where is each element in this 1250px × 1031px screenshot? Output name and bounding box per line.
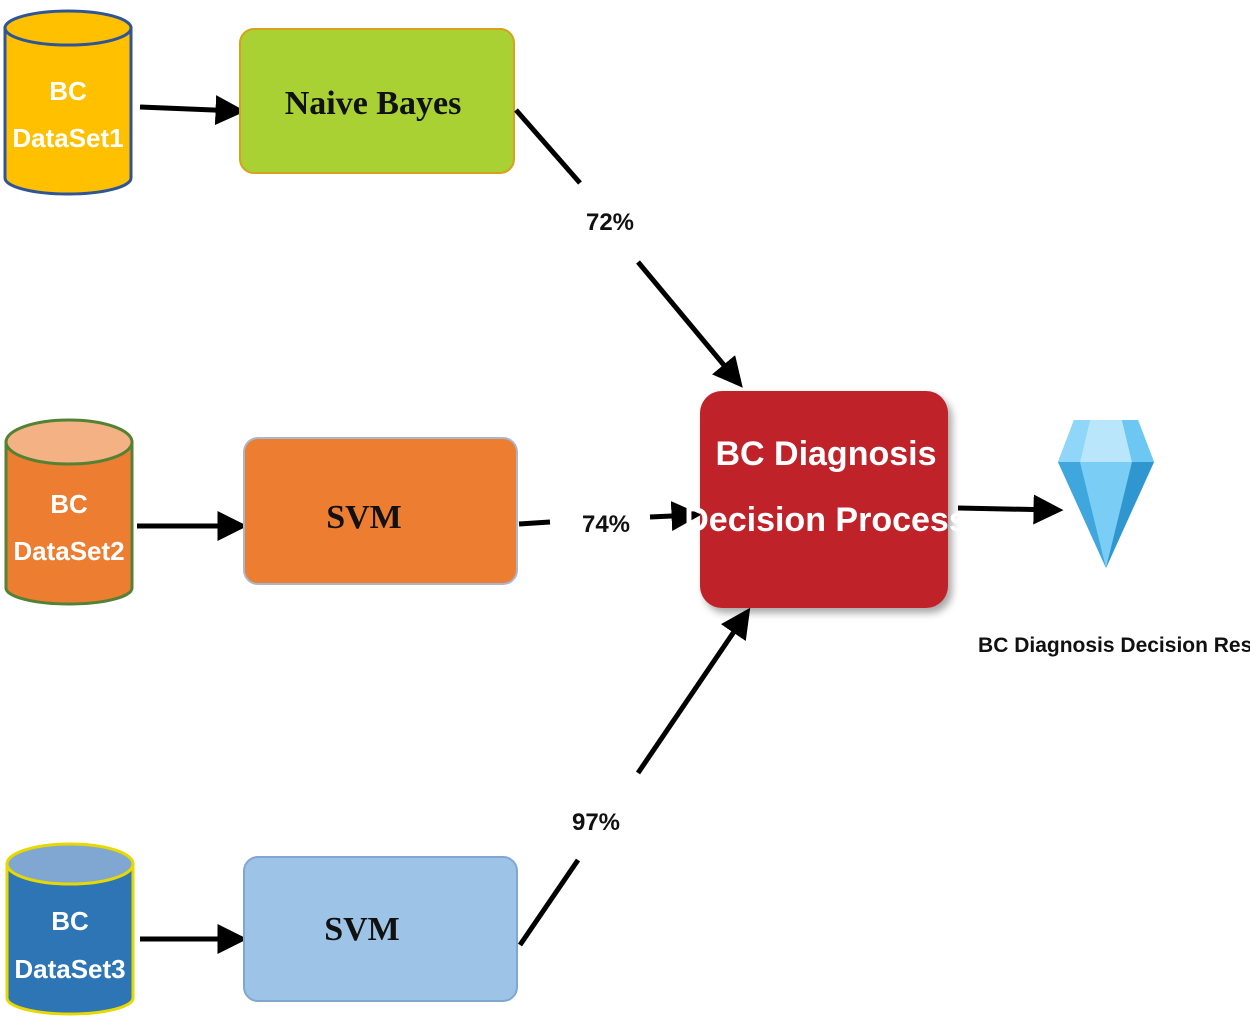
dataset-1-label-line1: BC: [49, 76, 87, 106]
model-naive-bayes-box: Naive Bayes: [239, 28, 515, 174]
decision-label-line2: Decision Process: [684, 501, 967, 539]
dataset-3-label-line2: DataSet3: [14, 954, 125, 984]
dataset-2-body: [4, 440, 134, 606]
dataset-2-label-line2: DataSet2: [13, 536, 124, 566]
dataset-2-label-line1: BC: [50, 489, 88, 519]
dataset-1-cylinder: BC DataSet1: [3, 9, 133, 196]
connector-svm2-segment: [517, 858, 581, 947]
dataset-1-top: [3, 9, 133, 47]
result-label: BC Diagnosis Decision Result: [978, 634, 1250, 657]
dataset-3-label-line1: BC: [51, 906, 89, 936]
arrow-naive-bayes-to-decision: [636, 260, 743, 388]
arrow-decision-to-result: [957, 494, 1064, 525]
dataset-3-top: [5, 842, 135, 886]
model-svm-label-2: SVM: [324, 911, 400, 948]
accuracy-label-svm1: 74%: [582, 511, 630, 538]
connector-naive-bayes-segment: [514, 108, 582, 185]
model-svm-box-1: SVM: [243, 437, 518, 585]
dataset-2-top: [4, 418, 134, 466]
model-svm-label-1: SVM: [326, 499, 402, 536]
dataset-3-body: [5, 862, 135, 1016]
accuracy-label-naive-bayes: 72%: [586, 209, 634, 236]
arrow-svm1-to-decision: [649, 501, 702, 532]
diamond-icon: [1058, 420, 1154, 568]
accuracy-label-svm2: 97%: [572, 809, 620, 836]
dataset-1-label-line2: DataSet1: [12, 123, 123, 153]
decision-process-box: BC Diagnosis Decision Process: [684, 391, 968, 608]
dataset-1-body: [3, 26, 133, 196]
decision-label-line1: BC Diagnosis: [715, 435, 936, 473]
model-naive-bayes-label: Naive Bayes: [285, 85, 462, 122]
model-svm-box-2: SVM: [243, 856, 518, 1002]
dataset-3-cylinder: BC DataSet3: [5, 842, 135, 1016]
connector-svm1-segment: [518, 519, 551, 527]
arrow-svm2-to-decision: [635, 607, 751, 775]
dataset-2-cylinder: BC DataSet2: [4, 418, 134, 606]
arrow-dataset1-to-naive-bayes: [139, 95, 246, 126]
